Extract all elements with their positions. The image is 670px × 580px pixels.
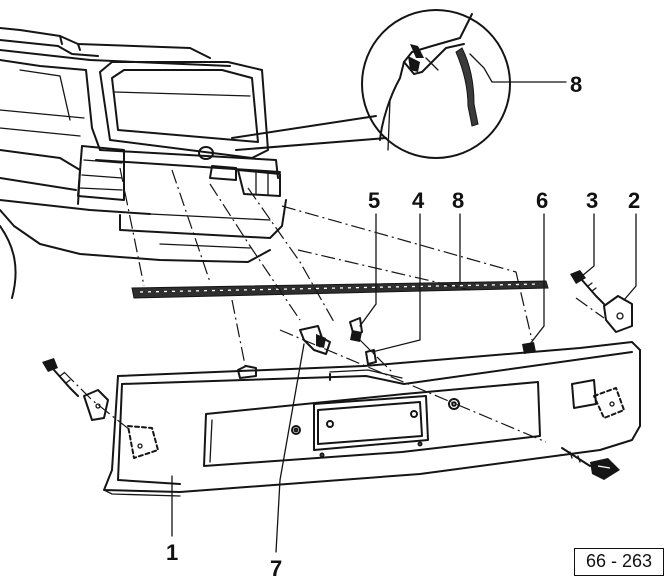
label-2: 2	[628, 188, 640, 213]
fasteners	[42, 270, 633, 480]
screw-part-3	[570, 270, 605, 305]
seal-strip	[131, 280, 549, 299]
bolt-bottom-right	[561, 447, 620, 480]
assembly-lines	[63, 167, 605, 443]
detail-callout	[231, 9, 567, 159]
figure-reference-number: 66 - 263	[574, 548, 664, 576]
bracket-part-2	[603, 295, 633, 333]
label-7: 7	[270, 556, 282, 580]
clip-part-5	[349, 317, 363, 342]
car-rear-body	[0, 27, 287, 299]
label-6: 6	[536, 188, 548, 213]
leader-lines	[171, 213, 637, 553]
label-1: 1	[166, 540, 178, 565]
label-5: 5	[368, 188, 380, 213]
label-8-strip: 8	[452, 188, 464, 213]
clip-part-4	[365, 349, 377, 365]
clip-part-6	[522, 342, 536, 354]
screw-left	[42, 358, 109, 421]
label-4: 4	[412, 188, 425, 213]
part-labels: 1 2 3 4 5 6 7 8 8	[166, 72, 640, 580]
label-3: 3	[586, 188, 598, 213]
bracket-part-7	[299, 325, 331, 355]
bumper-cover	[103, 341, 641, 497]
label-8-detail: 8	[570, 72, 582, 97]
